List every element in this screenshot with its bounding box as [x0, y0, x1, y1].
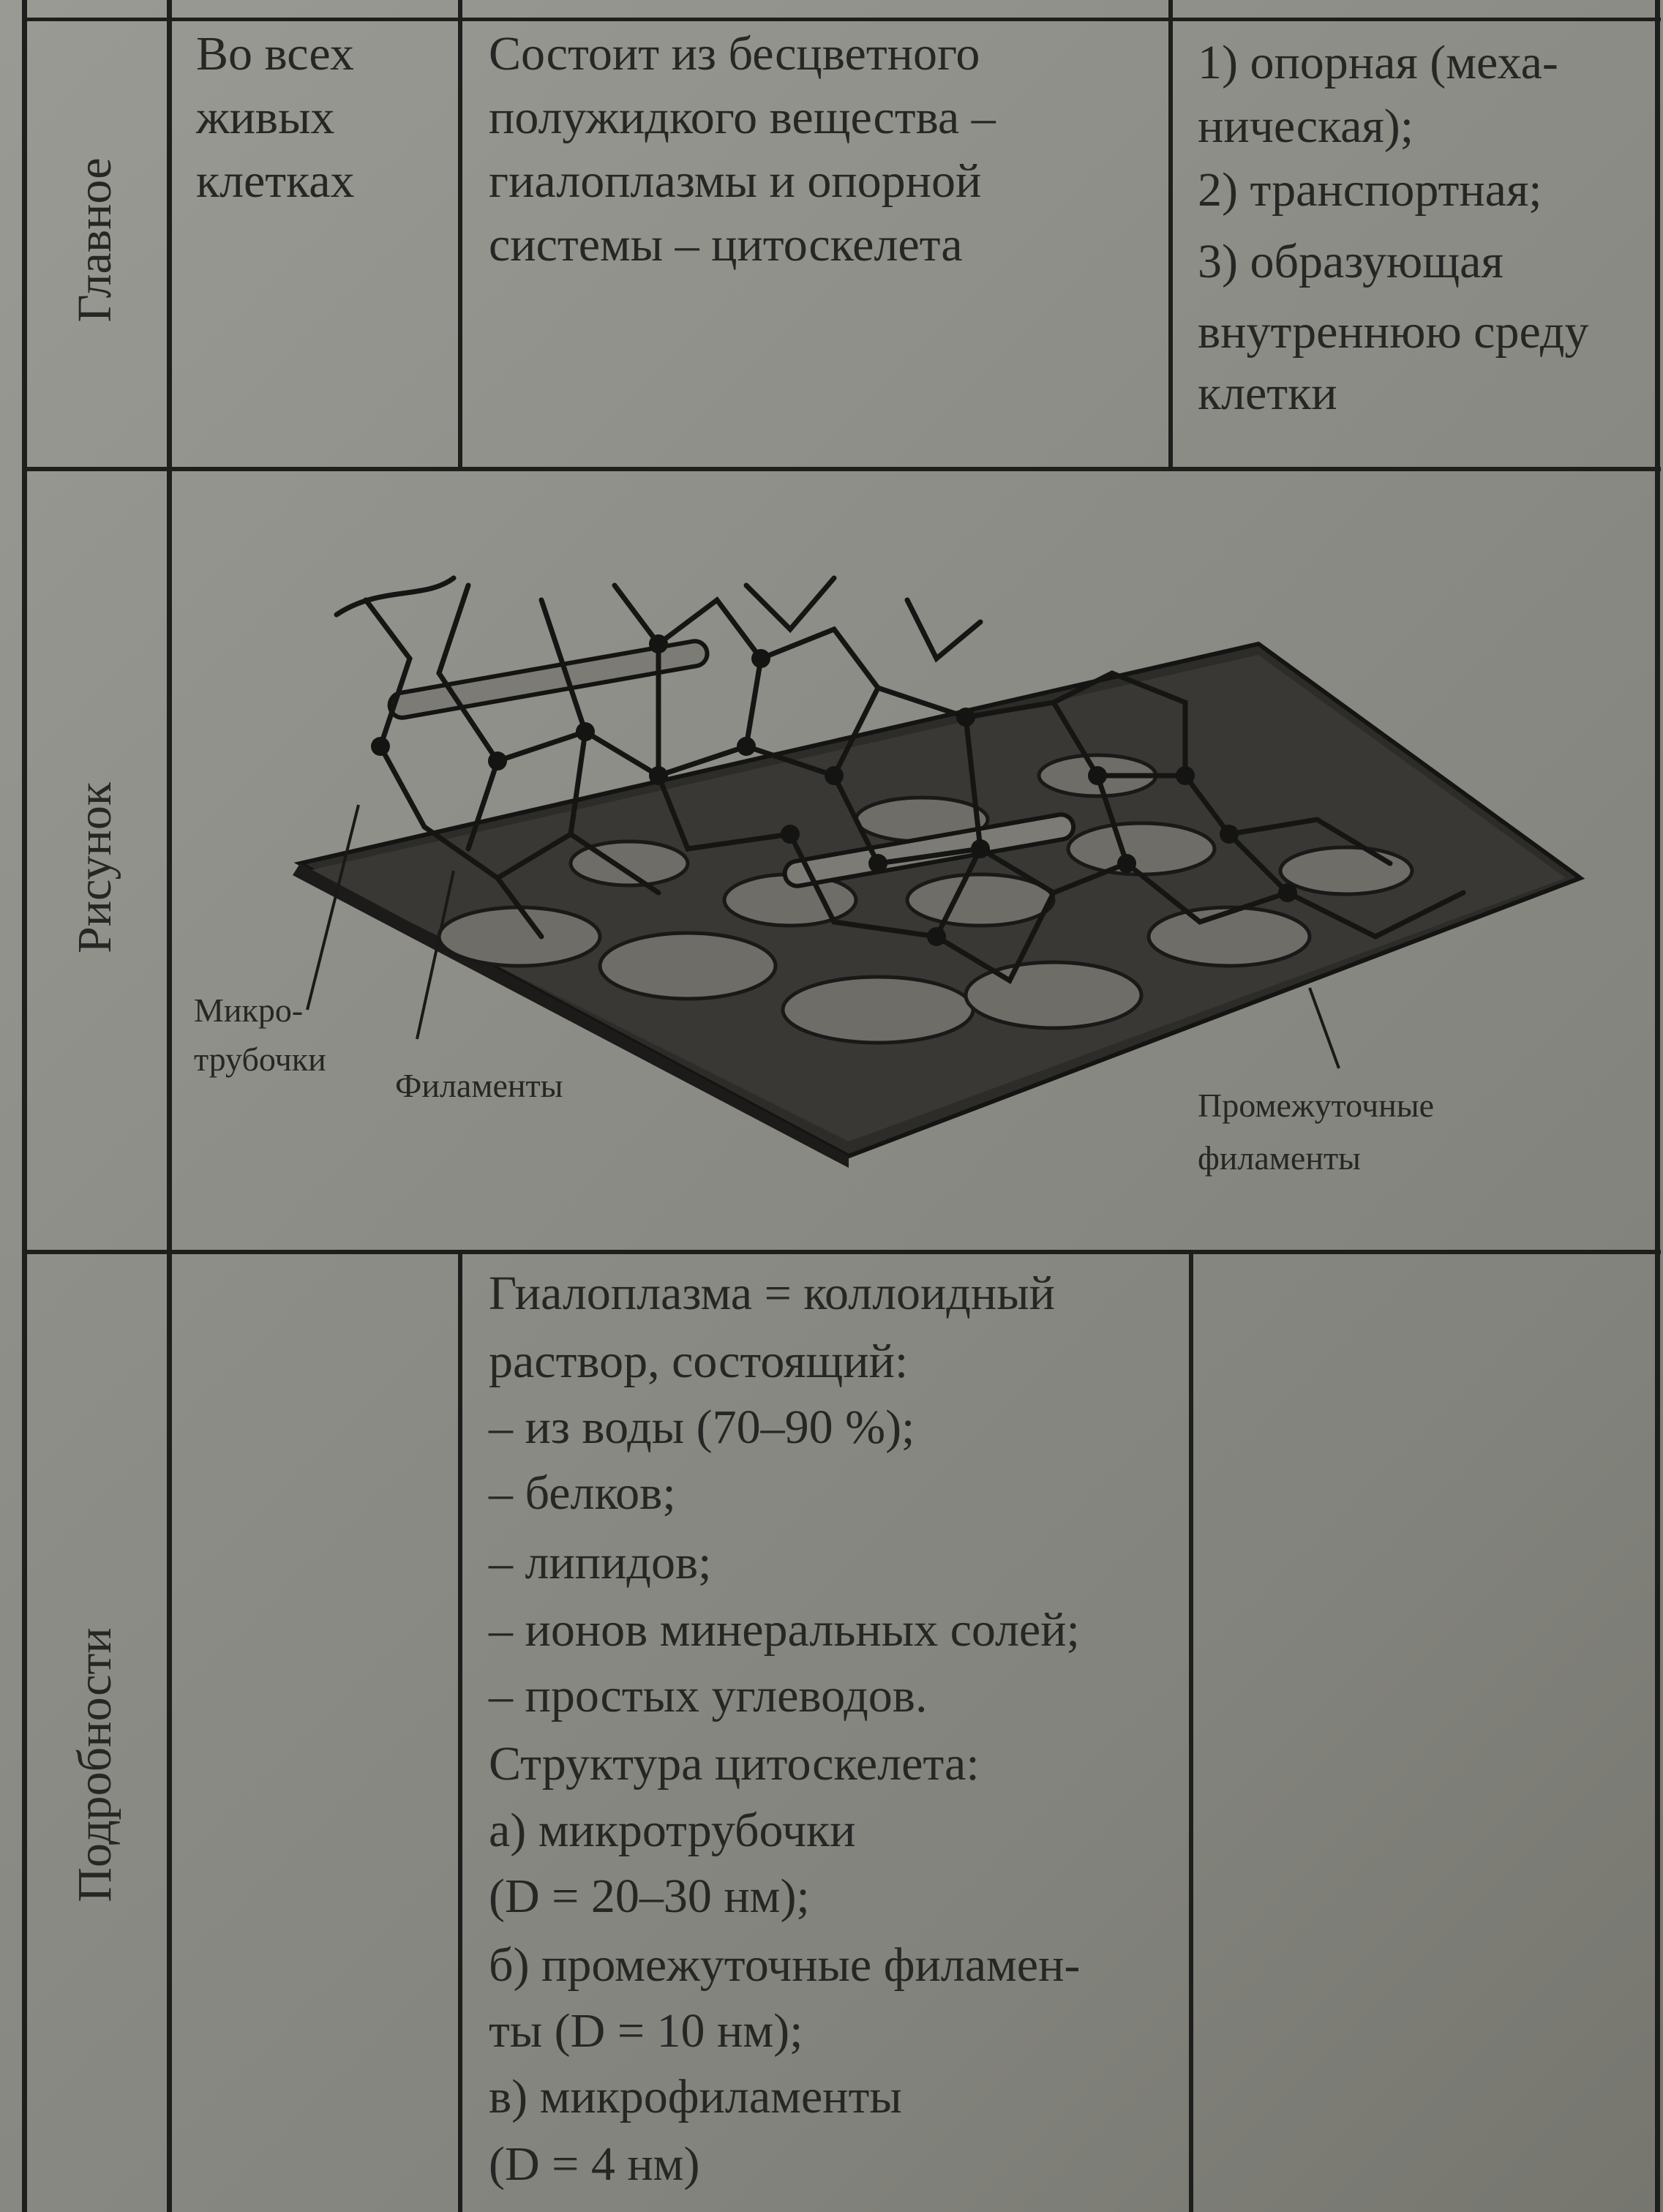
details-line: Гиалоплазма = коллоидный — [489, 1267, 1055, 1320]
details-line: а) микротрубочки — [489, 1804, 856, 1857]
details-line: – ионов минеральных солей; — [489, 1603, 1080, 1657]
col-divider-occurrence-r1 — [458, 0, 462, 469]
details-line: (D = 4 нм) — [489, 2137, 700, 2191]
microtubule-tubes — [387, 639, 1076, 888]
details-line: – белков; — [489, 1466, 676, 1520]
function-line: ническая); — [1198, 100, 1414, 153]
details-line: раствор, состоящий: — [489, 1335, 909, 1388]
function-line: 3) образующая — [1198, 235, 1504, 288]
structure-line: Состоит из бесцветного — [489, 27, 980, 80]
table-left-border — [22, 0, 27, 2212]
top-row-divider — [22, 18, 1661, 21]
header-column-divider — [167, 0, 172, 2212]
label-leader-lines — [306, 804, 1340, 1069]
row-header-figure: Рисунок — [68, 782, 121, 953]
row-header-main: Главное — [68, 157, 121, 323]
col-divider-functions-r3 — [1189, 1252, 1193, 2212]
details-line: в) микрофиламенты — [489, 2070, 902, 2123]
structure-line: полужидкого вещества – — [489, 91, 996, 144]
details-line: б) промежуточные филамен- — [489, 1938, 1081, 1992]
structure-line: гиалоплазмы и опорной — [489, 154, 982, 208]
col-divider-functions-r1 — [1168, 0, 1173, 469]
label-microtubules: Микро- — [194, 991, 304, 1029]
details-line: ты (D = 10 нм); — [489, 2004, 803, 2058]
label-microtubules: трубочки — [194, 1041, 326, 1078]
label-intermediate-filaments: Промежуточные — [1198, 1087, 1435, 1124]
table-right-border — [1655, 0, 1660, 2212]
occurrence-line: Во всех — [196, 27, 354, 80]
details-line: (D = 20–30 нм); — [489, 1870, 810, 1923]
details-line: – из воды (70–90 %); — [489, 1401, 915, 1454]
row-divider-1 — [22, 467, 1661, 471]
details-line: – простых углеводов. — [489, 1669, 928, 1722]
details-line: – липидов; — [489, 1536, 712, 1589]
filament-nodes — [371, 634, 1297, 946]
function-line: 2) транспортная; — [1198, 163, 1542, 217]
row-header-details: Подробности — [68, 1627, 121, 1902]
occurrence-line: клетках — [196, 154, 355, 208]
cytoskeleton-figure — [293, 575, 1585, 1168]
label-filaments: Филаменты — [395, 1067, 563, 1104]
filament-network — [334, 575, 1466, 984]
occurrence-line: живых — [196, 91, 335, 144]
function-line: 1) опорная (меха- — [1198, 36, 1558, 89]
row-divider-2 — [22, 1250, 1661, 1254]
col-divider-occurrence-r3 — [458, 1252, 462, 2212]
structure-line: системы – цитоскелета — [489, 218, 963, 271]
function-line: внутреннюю среду — [1198, 305, 1589, 359]
details-line: Структура цитоскелета: — [489, 1737, 980, 1791]
function-line: клетки — [1198, 367, 1337, 420]
label-intermediate-filaments: филаменты — [1198, 1139, 1361, 1177]
